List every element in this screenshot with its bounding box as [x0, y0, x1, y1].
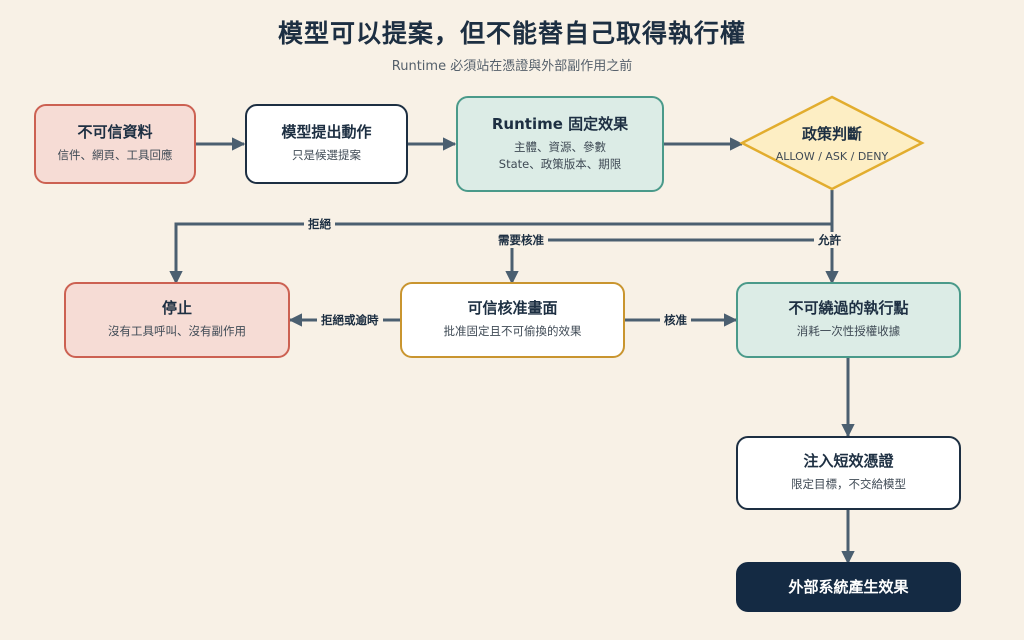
node-untrusted-data: 不可信資料 信件、網頁、工具回應	[34, 104, 196, 184]
node-model-proposal: 模型提出動作 只是候選提案	[245, 104, 408, 184]
node-runtime-fixed-sub2: State、政策版本、期限	[498, 157, 622, 171]
node-trusted-approval-sub: 批准固定且不可偷換的效果	[443, 324, 582, 339]
page-subtitle: Runtime 必須站在憑證與外部副作用之前	[391, 59, 633, 74]
node-policy-decision: 政策判斷 ALLOW / ASK / DENY	[742, 97, 922, 189]
node-inject-credential-title: 注入短效憑證	[803, 452, 894, 471]
edge-label-reject-timeout: 拒絕或逾時	[317, 312, 383, 328]
edge-label-approve: 核准	[660, 312, 691, 328]
edge-policy-approval	[505, 224, 834, 285]
node-enforcement-point-title: 不可繞過的執行點	[788, 299, 909, 318]
page-title: 模型可以提案，但不能替自己取得執行權	[277, 19, 746, 48]
node-enforcement-point: 不可繞過的執行點 消耗一次性授權收據	[736, 282, 961, 358]
node-runtime-fixed: Runtime 固定效果 主體、資源、參數 State、政策版本、期限	[456, 96, 664, 192]
node-external-effect: 外部系統產生效果	[736, 562, 961, 612]
node-trusted-approval-title: 可信核准畫面	[467, 299, 558, 318]
node-runtime-fixed-sub1: 主體、資源、參數	[513, 139, 606, 154]
node-policy-decision-title: 政策判斷	[801, 125, 862, 143]
node-inject-credential: 注入短效憑證 限定目標，不交給模型	[736, 436, 961, 510]
edge-label-allow: 允許	[814, 232, 845, 248]
node-stop-title: 停止	[161, 299, 192, 318]
edge-label-deny: 拒絕	[304, 216, 335, 232]
node-external-effect-title: 外部系統產生效果	[788, 578, 909, 596]
policy-diamond-shape	[739, 95, 925, 191]
edge-policy-stop	[169, 190, 834, 285]
node-trusted-approval: 可信核准畫面 批准固定且不可偷換的效果	[400, 282, 625, 358]
node-inject-credential-sub: 限定目標，不交給模型	[791, 477, 906, 492]
node-runtime-fixed-title: Runtime 固定效果	[491, 114, 629, 133]
node-policy-decision-sub: ALLOW / ASK / DENY	[775, 150, 889, 163]
node-stop-sub: 沒有工具呼叫、沒有副作用	[108, 324, 246, 339]
node-model-proposal-sub: 只是候選提案	[292, 148, 361, 163]
node-untrusted-data-sub: 信件、網頁、工具回應	[57, 148, 173, 163]
node-untrusted-data-title: 不可信資料	[77, 123, 153, 142]
node-model-proposal-title: 模型提出動作	[281, 123, 372, 142]
edge-label-ask: 需要核准	[494, 232, 548, 248]
node-enforcement-point-sub: 消耗一次性授權收據	[796, 324, 901, 339]
node-stop: 停止 沒有工具呼叫、沒有副作用	[64, 282, 290, 358]
